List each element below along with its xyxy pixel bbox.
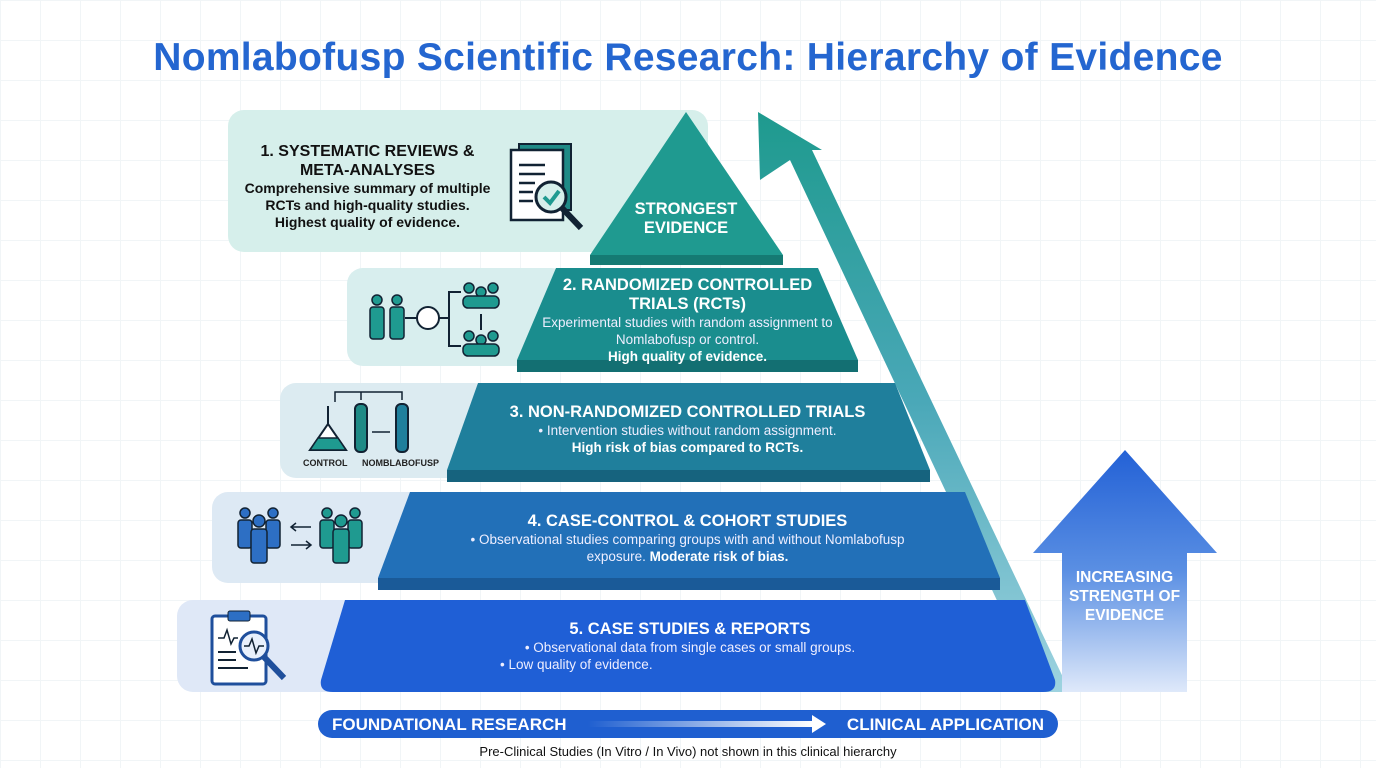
tier-1-title: 1. SYSTEMATIC REVIEWS & META-ANALYSES [260, 143, 475, 179]
nomlabofusp-label: NOMBLABOFUSP [362, 458, 439, 468]
tier-5-title: 5. CASE STUDIES & REPORTS [569, 620, 811, 638]
control-label: CONTROL [303, 458, 348, 468]
tier-3-emph: High risk of bias compared to RCTs. [571, 440, 804, 455]
tier-5-shape [320, 600, 1056, 692]
foundational-research-label: FOUNDATIONAL RESEARCH [332, 715, 567, 734]
tier-4-title: 4. CASE-CONTROL & COHORT STUDIES [527, 512, 848, 530]
blue-strength-arrow [1033, 450, 1217, 692]
group-comparison-icon [237, 507, 363, 564]
research-spectrum-bar: FOUNDATIONAL RESEARCH CLINICAL APPLICATI… [318, 710, 1058, 738]
tier-3-shape [447, 383, 930, 470]
tier-5-text: 5. CASE STUDIES & REPORTS • Observationa… [440, 620, 940, 673]
tier-3-desc: • Intervention studies without random as… [538, 423, 837, 438]
tier-5-emph: • Low quality of evidence. [500, 657, 653, 672]
tier-1-text: 1. SYSTEMATIC REVIEWS & META-ANALYSES Co… [240, 142, 495, 231]
clipboard-magnifier-icon [210, 610, 287, 686]
tier-4-shape [378, 492, 1000, 578]
tier-2-title: 2. RANDOMIZED CONTROLLED TRIALS (RCTs) [562, 276, 813, 313]
tier-4-desc: • Observational studies comparing groups… [470, 532, 905, 564]
tier-1-emph: Highest quality of evidence. [274, 214, 461, 230]
spectrum-arrow [588, 721, 813, 727]
strongest-evidence-label: STRONGEST EVIDENCE [634, 200, 738, 237]
randomization-groups-icon [369, 282, 500, 357]
spectrum-arrowhead [812, 715, 826, 733]
tier-1-desc: Comprehensive summary of multiple RCTs a… [244, 180, 491, 213]
footnote: Pre-Clinical Studies (In Vitro / In Vivo… [479, 744, 897, 759]
tier-3-text: 3. NON-RANDOMIZED CONTROLLED TRIALS • In… [485, 403, 890, 456]
tier-3-title: 3. NON-RANDOMIZED CONTROLLED TRIALS [509, 403, 866, 421]
tier-2-shape [517, 268, 858, 360]
page-title: Nomlabofusp Scientific Research: Hierarc… [153, 36, 1223, 79]
tier-1-shape [590, 112, 783, 255]
flask-test-tubes-icon [308, 391, 409, 453]
tier-4-text: 4. CASE-CONTROL & COHORT STUDIES • Obser… [455, 512, 920, 565]
increasing-strength-label: INCREASING STRENGTH OF EVIDENCE [1068, 569, 1181, 624]
document-magnifier-check-icon [509, 143, 584, 231]
tier-4-emph: Moderate risk of bias. [649, 549, 789, 564]
tier-5-desc: • Observational data from single cases o… [524, 640, 856, 655]
tier-2-desc: Experimental studies with random assignm… [542, 315, 833, 347]
tier-2-emph: High quality of evidence. [607, 349, 768, 364]
tier-2-text: 2. RANDOMIZED CONTROLLED TRIALS (RCTs) E… [540, 276, 835, 365]
teal-strength-arrow [758, 112, 1070, 692]
clinical-application-label: CLINICAL APPLICATION [846, 715, 1044, 734]
